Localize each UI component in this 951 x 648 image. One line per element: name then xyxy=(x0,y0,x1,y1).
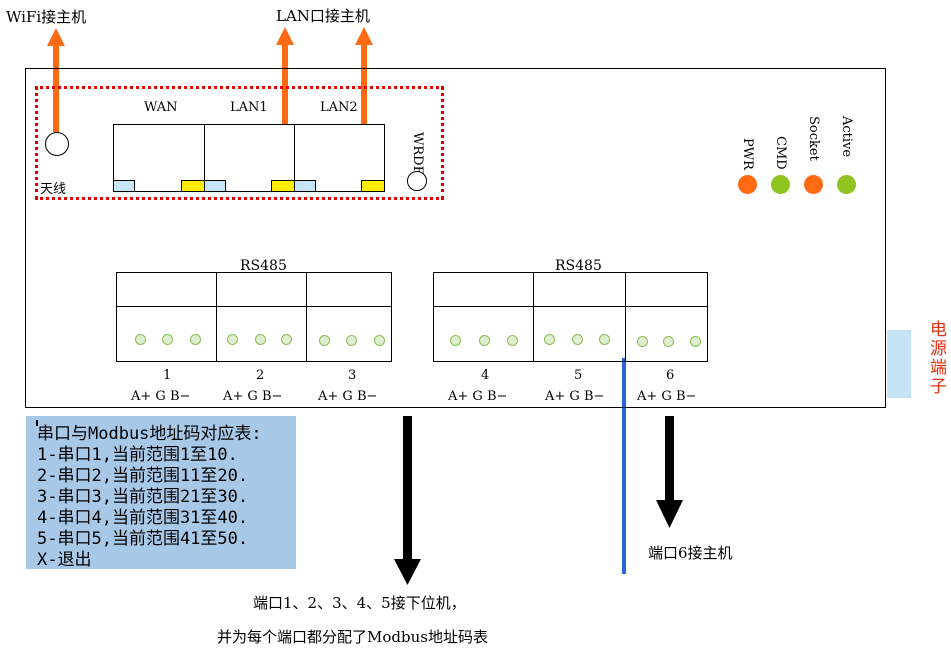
port3-pin-a xyxy=(319,335,330,346)
terminal-line-7: X-退出 xyxy=(37,550,92,570)
port2-pin-labels: A+ G B− xyxy=(223,389,283,404)
port2-pin-b xyxy=(281,334,292,345)
terminal-line-4: 3-串口3,当前范围21至30. xyxy=(37,487,249,507)
terminal-line-3: 2-串口2,当前范围11至20. xyxy=(37,466,249,486)
rs485-left-label: RS485 xyxy=(240,258,287,274)
port2-pin-a xyxy=(227,334,238,345)
port4-pin-g xyxy=(479,335,490,346)
lan-host-label: LAN口接主机 xyxy=(276,7,370,25)
port6-host-label: 端口6接主机 xyxy=(648,544,733,562)
port5-pin-a xyxy=(544,334,555,345)
led-label-active: Active xyxy=(839,116,854,158)
led-active xyxy=(837,175,856,194)
led-pwr xyxy=(738,175,757,194)
wan-link-led xyxy=(113,180,135,192)
port5-pin-labels: A+ G B− xyxy=(545,389,605,404)
lan1-link-led xyxy=(204,180,226,192)
lan2-label: LAN2 xyxy=(320,100,358,115)
port6-pin-a xyxy=(637,336,648,347)
led-cmd xyxy=(771,175,790,194)
wan-activity-led xyxy=(181,180,205,192)
port3-pin-labels: A+ G B− xyxy=(318,389,378,404)
power-terminal-label: 电源端子 xyxy=(926,320,946,396)
port5-pin-b xyxy=(599,334,610,345)
lan1-activity-led xyxy=(271,180,295,192)
port-number-6: 6 xyxy=(666,368,675,383)
port1-pin-labels: A+ G B− xyxy=(131,389,191,404)
wrdf-button xyxy=(407,171,427,191)
lan1-label: LAN1 xyxy=(230,100,268,115)
network-area-highlight xyxy=(35,86,444,200)
port3-pin-g xyxy=(346,335,357,346)
port-number-5: 5 xyxy=(574,368,583,383)
port-number-2: 2 xyxy=(256,368,265,383)
port1-pin-a xyxy=(135,334,146,345)
port4-pin-labels: A+ G B− xyxy=(448,389,508,404)
port6-pin-g xyxy=(663,336,674,347)
device-enclosure xyxy=(25,68,886,408)
port2-pin-g xyxy=(255,334,266,345)
led-socket xyxy=(804,175,823,194)
ports-note-line2: 并为每个端口都分配了Modbus地址码表 xyxy=(217,628,488,646)
ports-note-line1: 端口1、2、3、4、5接下位机， xyxy=(253,594,466,612)
port6-pin-labels: A+ G B− xyxy=(637,389,697,404)
wifi-host-label: WiFi接主机 xyxy=(6,8,87,26)
terminal-line-1: 串口与Modbus地址码对应表: xyxy=(37,424,262,444)
power-terminal xyxy=(887,330,911,398)
port4-pin-b xyxy=(507,335,518,346)
modbus-terminal-panel: 串口与Modbus地址码对应表: 1-串口1,当前范围1至10. 2-串口2,当… xyxy=(26,416,296,570)
antenna-connector xyxy=(45,132,69,156)
rs485-right-label: RS485 xyxy=(555,258,602,274)
port-number-3: 3 xyxy=(348,368,357,383)
led-label-pwr: PWR xyxy=(740,138,755,170)
led-label-cmd: CMD xyxy=(773,136,788,170)
terminal-line-6: 5-串口5,当前范围41至50. xyxy=(37,529,249,549)
port3-pin-b xyxy=(374,335,385,346)
lan2-link-led xyxy=(294,180,316,192)
port-number-1: 1 xyxy=(163,368,172,383)
wrdf-label: WRDF xyxy=(410,132,425,175)
port4-pin-a xyxy=(450,335,461,346)
port5-pin-g xyxy=(572,334,583,345)
led-label-socket: Socket xyxy=(806,116,821,161)
lan2-activity-led xyxy=(361,180,385,192)
terminal-block-left xyxy=(116,272,392,362)
antenna-label: 天线 xyxy=(40,182,67,197)
port1-pin-g xyxy=(162,334,173,345)
wan-label: WAN xyxy=(144,100,178,115)
port6-pin-b xyxy=(690,336,701,347)
terminal-block-right xyxy=(433,272,708,362)
port1-pin-b xyxy=(190,334,201,345)
port-number-4: 4 xyxy=(481,368,490,383)
terminal-line-2: 1-串口1,当前范围1至10. xyxy=(37,445,238,465)
terminal-line-5: 4-串口4,当前范围31至40. xyxy=(37,508,249,528)
